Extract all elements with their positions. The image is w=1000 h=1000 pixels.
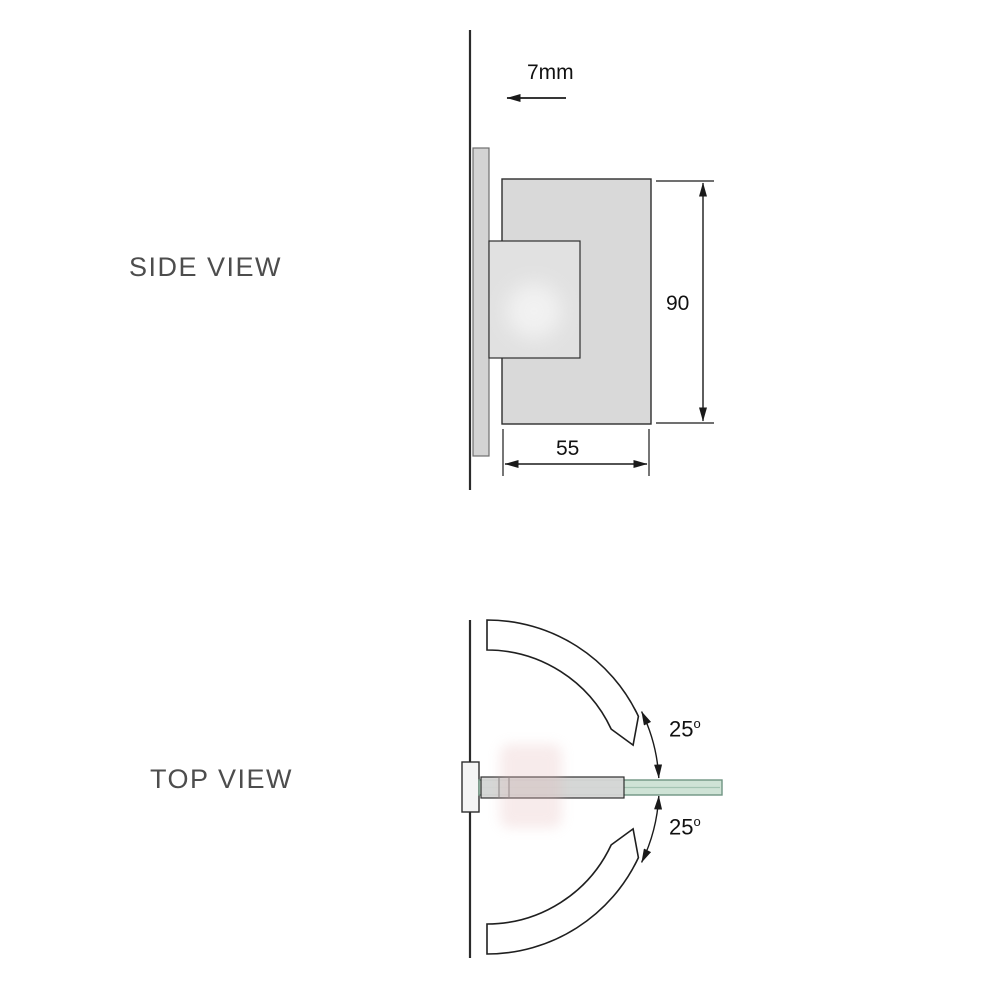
degree-symbol-upper: o (693, 716, 701, 731)
angle-lower-label: 25o (669, 814, 701, 840)
degree-symbol-lower: o (693, 814, 701, 829)
hinge-inner-block (488, 240, 581, 359)
angle-arc-upper (640, 711, 663, 779)
dim-55-label: 55 (556, 437, 580, 460)
side-view-drawing (468, 30, 714, 490)
wall-plate (472, 147, 490, 457)
angle-arc-lower (640, 795, 663, 863)
dim-90-label: 90 (666, 292, 690, 315)
dim-7mm-label: 7mm (527, 61, 574, 84)
angle-upper-label: 25o (669, 716, 701, 742)
swing-arc-lower (486, 827, 640, 955)
mount-block (461, 761, 480, 813)
angle-upper-value: 25 (669, 716, 694, 742)
angle-lower-value: 25 (669, 814, 694, 840)
hinge-clamp (480, 776, 625, 799)
side-view-label: SIDE VIEW (129, 252, 283, 282)
top-view-label: TOP VIEW (150, 764, 294, 794)
swing-arc-upper (486, 619, 640, 747)
top-view-drawing (461, 619, 723, 958)
